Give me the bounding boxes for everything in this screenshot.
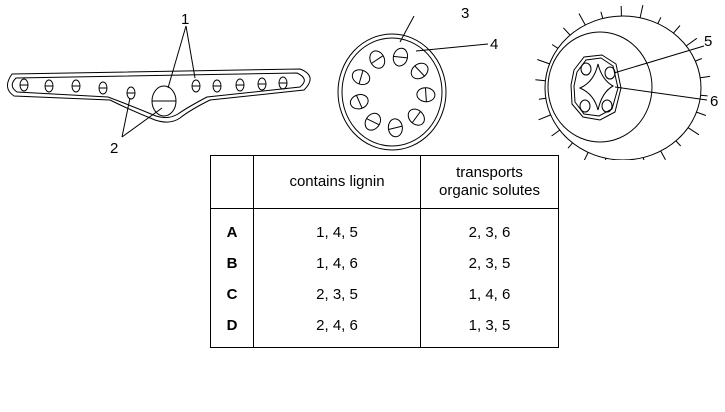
- option-key: C: [210, 279, 254, 310]
- vascular-bundle: [410, 62, 429, 80]
- vascular-bundle: [392, 47, 409, 67]
- bundle-divider: [424, 87, 427, 102]
- bundle-outline: [416, 87, 436, 103]
- label-5: 5: [704, 33, 712, 50]
- plant-sections-diagram: 1 2 3 4 5 6: [7, 4, 718, 160]
- bundle-divider: [355, 95, 363, 109]
- leaf-section: 1 2: [7, 11, 311, 157]
- bundle-divider: [411, 111, 421, 124]
- bundle-outline: [410, 62, 429, 80]
- option-key: B: [210, 248, 254, 279]
- header-contains-lignin: contains lignin: [253, 155, 421, 209]
- stem-section: 3 4: [337, 5, 498, 151]
- bundle-divider: [358, 70, 364, 85]
- lignin-cell: 1, 4, 5: [253, 208, 421, 248]
- option-key: A: [210, 208, 254, 248]
- header-line-1: transports: [456, 164, 523, 181]
- vascular-bundle: [351, 69, 371, 86]
- option-key: D: [210, 310, 254, 348]
- bundle-outline: [387, 118, 403, 138]
- vascular-bundle: [407, 108, 425, 126]
- lignin-cell: 2, 3, 5: [253, 279, 421, 310]
- bundle-outline: [349, 94, 369, 110]
- bundle-outline: [392, 47, 409, 67]
- label-3: 3: [461, 5, 469, 22]
- bundle-outline: [364, 112, 382, 131]
- label-1: 1: [181, 11, 189, 28]
- lignin-cell: 1, 4, 6: [253, 248, 421, 279]
- bundle-divider: [371, 55, 384, 64]
- vascular-bundle: [387, 118, 403, 138]
- bundle-outline: [407, 108, 425, 126]
- bundle-divider: [366, 118, 380, 126]
- bundle-outline: [369, 50, 386, 69]
- header-line-2: organic solutes: [439, 182, 540, 199]
- vascular-bundle: [364, 112, 382, 131]
- bundle-divider: [414, 65, 425, 77]
- bundle-outline: [351, 69, 371, 86]
- root-section: 5 6: [535, 4, 718, 160]
- lignin-cell: 2, 4, 6: [253, 310, 421, 348]
- bundle-divider: [388, 125, 403, 130]
- vascular-bundle: [349, 94, 369, 110]
- vascular-bundle: [416, 87, 436, 103]
- vascular-bundle: [369, 50, 386, 69]
- transports-cell: 1, 4, 6: [420, 279, 559, 310]
- label-4: 4: [490, 36, 498, 53]
- transports-cell: 1, 3, 5: [420, 310, 559, 348]
- transports-cell: 2, 3, 5: [420, 248, 559, 279]
- transports-cell: 2, 3, 6: [420, 208, 559, 248]
- bundle-divider: [393, 55, 408, 59]
- root-hairs: [535, 4, 711, 160]
- label-6: 6: [710, 93, 718, 110]
- label-2: 2: [110, 140, 118, 157]
- header-key: [210, 155, 254, 209]
